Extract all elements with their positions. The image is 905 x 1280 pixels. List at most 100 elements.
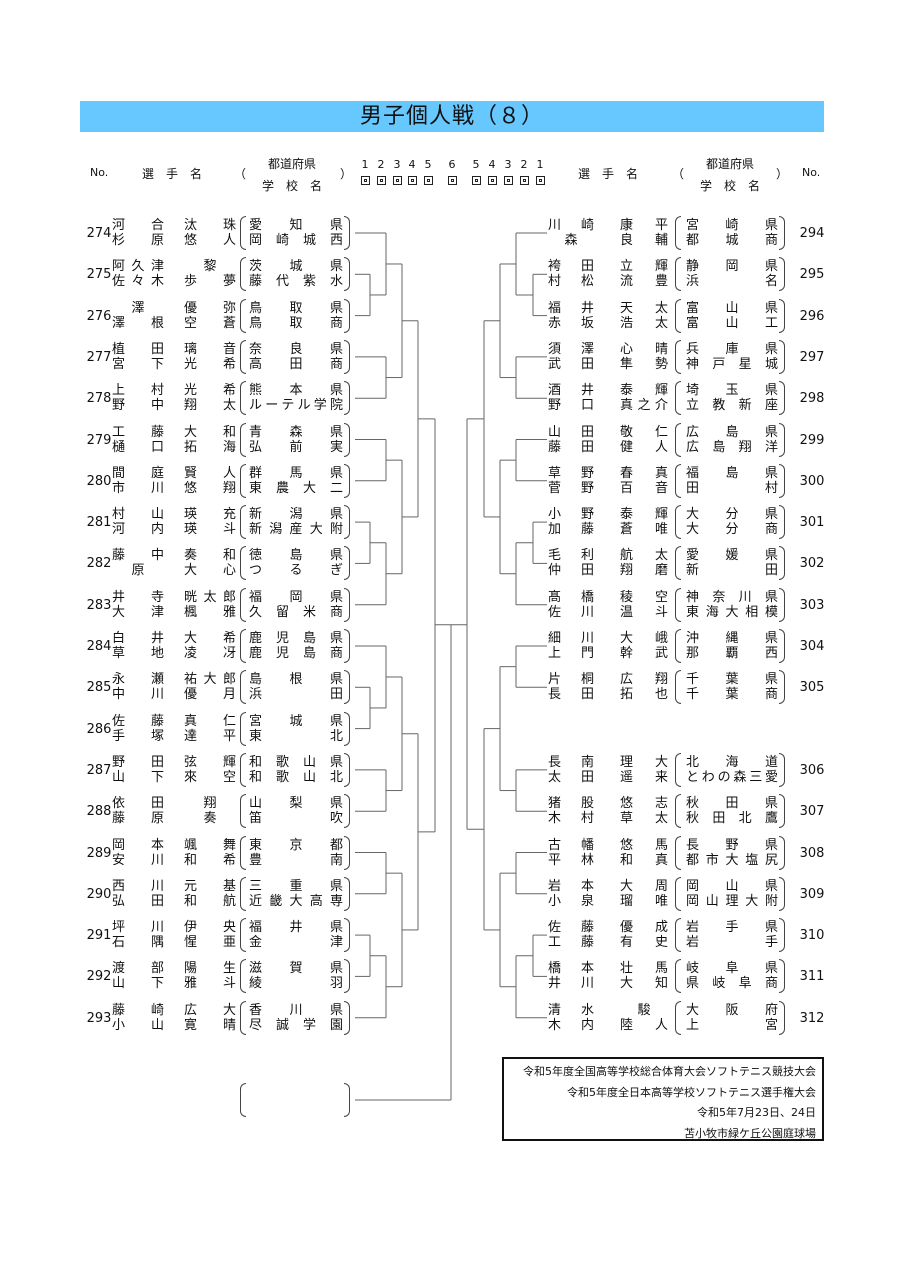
entry-number: 287 bbox=[86, 762, 112, 778]
prefecture: 愛知県 bbox=[249, 218, 343, 233]
player-row: 藤崎広大香川県 bbox=[0, 1003, 905, 1018]
prefecture: 大分県 bbox=[686, 507, 778, 523]
page-title: 男子個人戦（８） bbox=[80, 101, 824, 132]
entry-number: 284 bbox=[86, 639, 112, 654]
player-row: 弘田和航近畿大高専 bbox=[0, 894, 905, 909]
entry-number: 279 bbox=[86, 432, 112, 448]
player-family-name: 菅野 bbox=[548, 480, 594, 496]
school-name: 立教新座 bbox=[686, 398, 778, 414]
header-no-left: No. bbox=[90, 166, 109, 179]
entry-number: 304 bbox=[799, 639, 825, 654]
player-row: 藤原 奏 笛吹 bbox=[0, 811, 905, 826]
entry-number: 305 bbox=[799, 680, 825, 696]
player-row: 永瀬祐大郎島根県 bbox=[0, 672, 905, 687]
player-row: 佐藤優成岩手県 bbox=[0, 920, 905, 935]
paren-left bbox=[240, 1083, 246, 1117]
player-row: 原大心つるぎ bbox=[0, 563, 905, 578]
player-family-name: 小山 bbox=[112, 1017, 164, 1033]
player-family-name: 井寺 bbox=[112, 589, 164, 605]
prefecture: 鹿児島県 bbox=[249, 631, 343, 646]
round-number: 5 bbox=[424, 158, 432, 171]
player-row: 小泉瑠唯岡山理大附 bbox=[0, 894, 905, 909]
player-family-name: 赤坂 bbox=[548, 315, 594, 331]
round-box bbox=[448, 176, 457, 185]
player-given-name: 凌冴 bbox=[184, 646, 236, 661]
player-family-name: 藤原 bbox=[112, 811, 164, 827]
player-given-name: 隼勢 bbox=[620, 356, 668, 372]
entry-number: 311 bbox=[799, 969, 825, 985]
player-row: 野口真之介立教新座 bbox=[0, 398, 905, 413]
prefecture: 神奈川県 bbox=[686, 589, 778, 605]
player-family-name: 村山 bbox=[112, 507, 164, 523]
school-name: 鳥取商 bbox=[249, 315, 343, 331]
player-row: 阿久津黎茨城県 bbox=[0, 259, 905, 274]
player-row: 酒井泰輝埼玉県 bbox=[0, 383, 905, 398]
player-row: 手塚達平東北 bbox=[0, 729, 905, 744]
paren-left bbox=[240, 422, 246, 457]
player-given-name: 優月 bbox=[184, 687, 236, 703]
player-family-name: 佐藤 bbox=[112, 713, 164, 729]
paren-right bbox=[344, 835, 350, 870]
player-family-name: 猪股 bbox=[548, 796, 594, 812]
player-row: 川崎康平宮崎県 bbox=[0, 218, 905, 233]
player-given-name: 浩太 bbox=[620, 315, 668, 331]
player-given-name: 駿 bbox=[637, 1002, 651, 1018]
player-row: 細川大峨沖縄県 bbox=[0, 631, 905, 646]
paren-left bbox=[240, 1000, 246, 1035]
entry-number: 306 bbox=[799, 762, 825, 778]
player-given-name: 翔磨 bbox=[620, 563, 668, 579]
player-given-name: 祐大郎 bbox=[184, 672, 236, 688]
player-given-name: 拓也 bbox=[620, 687, 668, 703]
paren-left bbox=[675, 918, 681, 953]
player-row: 野田弦輝和歌山県 bbox=[0, 755, 905, 770]
school-name: 上宮 bbox=[686, 1017, 778, 1033]
paren-right bbox=[344, 298, 350, 333]
paren-left bbox=[675, 216, 681, 250]
player-row: 髙橋稜空神奈川県 bbox=[0, 590, 905, 605]
player-family-name: 澤 bbox=[131, 300, 145, 316]
entry-number: 294 bbox=[799, 226, 825, 241]
round-box bbox=[504, 176, 513, 185]
prefecture: 長野県 bbox=[686, 837, 778, 853]
paren-right bbox=[344, 711, 350, 746]
school-name: 和歌山北 bbox=[249, 769, 343, 785]
header-school-right: 学 校 名 bbox=[700, 179, 761, 193]
player-row: 中川優月浜田 bbox=[0, 687, 905, 702]
player-family-name: 平林 bbox=[548, 852, 594, 868]
player-family-name: 石隅 bbox=[112, 935, 164, 951]
player-row: 井川大知県岐阜商 bbox=[0, 976, 905, 991]
player-row: 岩本大周岡山県 bbox=[0, 879, 905, 894]
paren-left bbox=[240, 711, 246, 746]
paren-left bbox=[675, 298, 681, 333]
paren-right bbox=[779, 587, 785, 622]
entry-number: 309 bbox=[799, 886, 825, 902]
paren-left bbox=[675, 587, 681, 622]
player-given-name: 奏 bbox=[203, 811, 217, 827]
player-given-name: 惺亜 bbox=[184, 935, 236, 951]
school-name: 笛吹 bbox=[249, 811, 343, 827]
player-family-name: 依田 bbox=[112, 796, 164, 812]
player-row: 井寺晄太郎福岡県 bbox=[0, 590, 905, 605]
school-name: 富山工 bbox=[686, 315, 778, 331]
entry-number: 285 bbox=[86, 680, 112, 696]
header-paren-close-right: ） bbox=[776, 167, 789, 181]
prefecture: 三重県 bbox=[249, 878, 343, 894]
player-row: 福井天太富山県 bbox=[0, 301, 905, 316]
paren-left bbox=[675, 505, 681, 540]
player-given-name: 寛晴 bbox=[184, 1017, 236, 1033]
school-name: 田村 bbox=[686, 480, 778, 496]
paren-left bbox=[240, 918, 246, 953]
round-number: 4 bbox=[488, 158, 496, 171]
player-family-name: 長南 bbox=[548, 754, 594, 770]
player-row: 樋口拓海弘前実 bbox=[0, 440, 905, 455]
player-given-name: 悠人 bbox=[184, 233, 236, 248]
